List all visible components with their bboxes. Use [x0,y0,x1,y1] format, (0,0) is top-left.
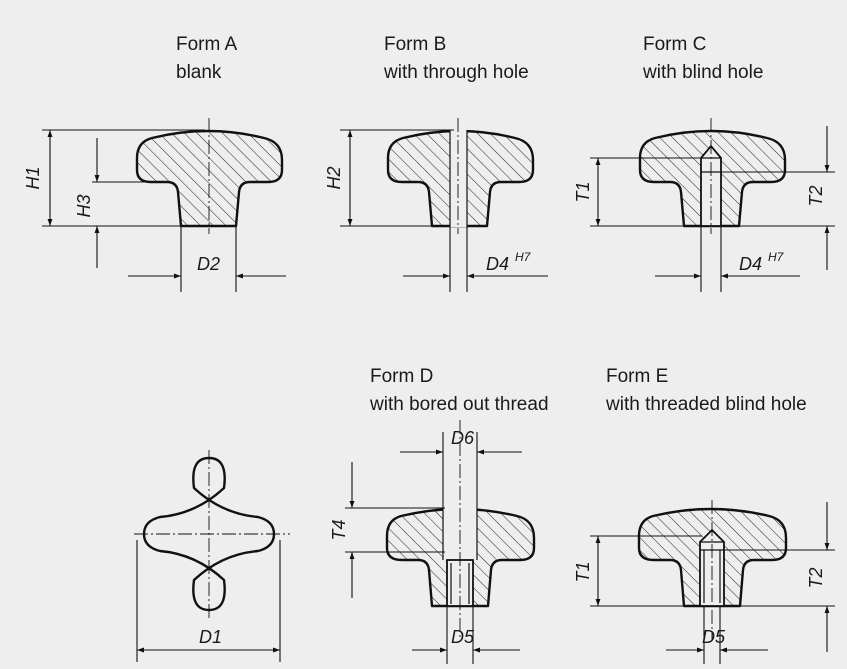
form-c-t1-label: T1 [573,181,593,202]
form-c-d4-label: D4 [739,254,762,274]
form-b-d4-label: D4 [486,254,509,274]
form-d-desc: with bored out thread [369,394,549,415]
d6-label: D6 [451,428,475,448]
form-a-knob-section [135,129,284,228]
form-a-drawing: Form A blank H1 H3 D2 [23,34,286,292]
form-e-desc: with threaded blind hole [605,394,807,415]
h1-label: H1 [23,166,43,189]
form-a-name: Form A [176,34,238,55]
form-d-name: Form D [370,366,433,387]
top-view-drawing: D1 [134,450,290,662]
form-e-t2-label: T2 [806,567,826,588]
form-b-h7-label: H7 [515,250,532,264]
d2-label: D2 [197,254,220,274]
d1-label: D1 [199,627,222,647]
form-d-d5-label: D5 [451,627,475,647]
form-c-name: Form C [643,34,706,55]
form-c-t2-label: T2 [806,185,826,206]
form-c-drawing: Form C with blind hole T1 T2 D4 H7 [573,34,835,292]
form-b-desc: with through hole [383,62,529,83]
form-e-drawing: Form E with threaded blind hole T1 T2 D5 [573,366,835,664]
form-d-drawing: Form D with bored out thread D6 T4 D5 [329,366,549,664]
form-e-name: Form E [606,366,668,387]
form-a-desc: blank [176,62,222,83]
form-c-desc: with blind hole [642,62,763,83]
form-b-name: Form B [384,34,446,55]
form-b-drawing: Form B with through hole H2 D4 H7 [324,34,548,292]
form-c-h7-label: H7 [768,250,785,264]
h3-label: H3 [74,194,94,217]
form-e-d5-label: D5 [702,627,726,647]
form-e-t1-label: T1 [573,561,593,582]
h2-label: H2 [324,166,344,189]
t4-label: T4 [329,519,349,540]
